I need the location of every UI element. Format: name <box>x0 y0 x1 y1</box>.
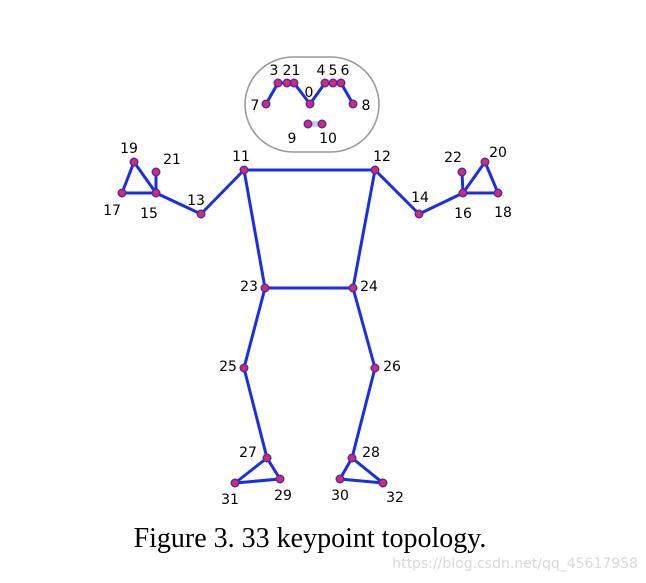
keypoint-label-27: 27 <box>239 445 257 461</box>
keypoint-24 <box>348 283 358 293</box>
keypoint-label-15: 15 <box>140 206 158 222</box>
keypoint-label-32: 32 <box>386 490 404 506</box>
keypoint-2 <box>282 78 292 88</box>
keypoint-label-21: 21 <box>163 152 181 168</box>
keypoint-label-19: 19 <box>120 141 138 157</box>
edge-11-23 <box>242 168 267 290</box>
keypoint-7 <box>261 99 271 109</box>
keypoint-label-5: 5 <box>329 63 338 79</box>
edge-26-28 <box>350 366 377 460</box>
edge-16-20 <box>461 160 487 195</box>
edge-29-31 <box>233 477 282 485</box>
keypoint-14 <box>414 209 424 219</box>
edge-25-27 <box>242 366 269 460</box>
keypoint-17 <box>117 188 127 198</box>
keypoint-label-9: 9 <box>288 131 297 147</box>
keypoint-8 <box>348 99 358 109</box>
keypoint-30 <box>335 474 345 484</box>
edge-17-19 <box>120 160 136 195</box>
edge-30-32 <box>338 477 385 485</box>
keypoint-12 <box>370 165 380 175</box>
keypoint-27 <box>262 453 272 463</box>
keypoint-19 <box>129 157 139 167</box>
keypoint-label-0: 0 <box>305 85 314 101</box>
keypoint-label-18: 18 <box>494 205 512 221</box>
keypoint-label-14: 14 <box>411 190 429 206</box>
keypoint-label-6: 6 <box>341 63 350 79</box>
edge-12-24 <box>351 168 377 290</box>
edge-27-31 <box>233 456 269 485</box>
keypoint-label-11: 11 <box>232 149 250 165</box>
keypoint-6 <box>336 78 346 88</box>
edge-28-32 <box>350 456 385 485</box>
keypoint-29 <box>275 474 285 484</box>
keypoint-18 <box>493 188 503 198</box>
edge-15-19 <box>132 160 158 195</box>
keypoint-label-7: 7 <box>251 98 260 114</box>
keypoint-26 <box>370 363 380 373</box>
keypoint-label-23: 23 <box>240 279 258 295</box>
keypoint-label-29: 29 <box>274 488 292 504</box>
keypoint-21 <box>151 167 161 177</box>
keypoint-32 <box>378 478 388 488</box>
keypoint-0 <box>305 99 315 109</box>
edge-13-15 <box>154 191 203 216</box>
keypoint-4 <box>320 78 330 88</box>
keypoint-label-25: 25 <box>219 359 237 375</box>
keypoint-label-4: 4 <box>317 63 326 79</box>
keypoint-label-31: 31 <box>221 492 239 508</box>
keypoint-15 <box>151 188 161 198</box>
keypoint-10 <box>317 119 327 129</box>
watermark-text: https://blog.csdn.net/qq_45617958 <box>392 556 638 572</box>
keypoint-5 <box>328 78 338 88</box>
keypoint-13 <box>196 209 206 219</box>
keypoint-label-13: 13 <box>187 193 205 209</box>
edge-11-13 <box>199 168 246 216</box>
keypoint-markers <box>117 78 503 488</box>
keypoint-label-24: 24 <box>360 279 378 295</box>
keypoint-label-20: 20 <box>489 145 507 161</box>
keypoint-label-2: 2 <box>283 63 292 79</box>
keypoint-9 <box>303 119 313 129</box>
keypoint-label-3: 3 <box>270 63 279 79</box>
keypoint-label-8: 8 <box>362 98 371 114</box>
keypoint-label-22: 22 <box>444 150 462 166</box>
skeleton-edges <box>120 80 500 485</box>
keypoint-11 <box>239 165 249 175</box>
keypoint-22 <box>457 167 467 177</box>
keypoint-label-26: 26 <box>383 359 401 375</box>
keypoint-label-16: 16 <box>454 206 472 222</box>
keypoint-label-12: 12 <box>373 149 391 165</box>
edge-23-25 <box>242 286 267 370</box>
edge-14-16 <box>417 191 465 216</box>
edge-18-20 <box>483 160 500 195</box>
keypoint-3 <box>273 78 283 88</box>
keypoint-label-1: 1 <box>292 63 301 79</box>
keypoint-25 <box>239 363 249 373</box>
keypoint-16 <box>458 188 468 198</box>
keypoint-31 <box>230 478 240 488</box>
keypoint-label-10: 10 <box>319 131 337 147</box>
edge-24-26 <box>351 286 377 370</box>
keypoint-23 <box>260 283 270 293</box>
keypoint-label-30: 30 <box>331 488 349 504</box>
keypoint-label-17: 17 <box>103 203 121 219</box>
figure-caption: Figure 3. 33 keypoint topology. <box>133 523 487 554</box>
edge-12-14 <box>373 168 421 216</box>
keypoint-20 <box>480 157 490 167</box>
keypoint-28 <box>347 453 357 463</box>
keypoint-label-28: 28 <box>362 445 380 461</box>
head-outline <box>244 56 380 153</box>
